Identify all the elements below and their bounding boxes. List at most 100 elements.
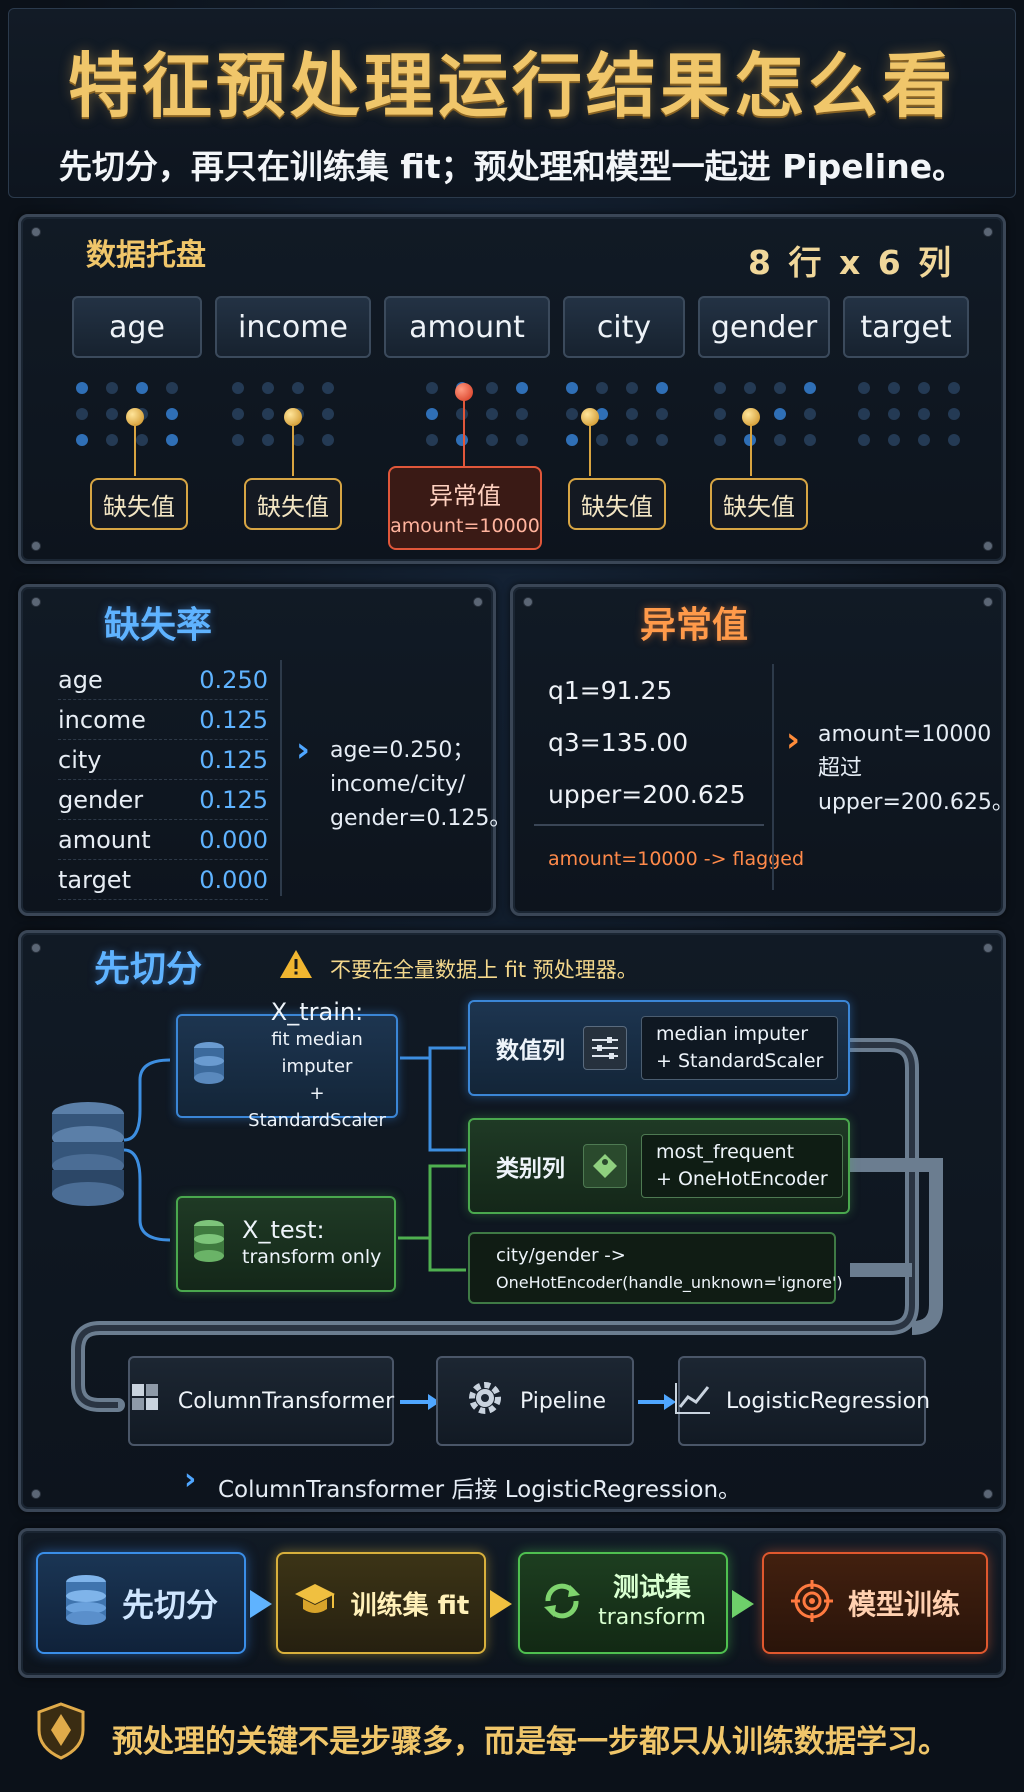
- arrow-right-icon: [732, 1590, 754, 1618]
- data-dots-city: [566, 382, 668, 446]
- categorical-line1: most_frequent: [656, 1141, 795, 1163]
- step-test-label-2: transform: [598, 1605, 706, 1630]
- missing-rate-title: 缺失率: [104, 605, 213, 646]
- encoder-line1: city/gender ->: [496, 1245, 626, 1266]
- numeric-label: 数值列: [496, 1038, 565, 1064]
- encoder-line2: OneHotEncoder(handle_unknown='ignore'): [496, 1273, 843, 1292]
- split-title: 先切分: [94, 949, 203, 990]
- data-shape-badge: 8 行 x 6 列: [748, 243, 955, 282]
- missing-rate-panel: [18, 584, 496, 916]
- step-test-transform: 测试集 transform: [518, 1552, 728, 1654]
- missing-tag-age: 缺失值: [90, 478, 188, 530]
- x-train-line1: fit median imputer: [271, 1028, 363, 1077]
- column-gender: gender: [698, 296, 830, 358]
- pipeline-label: Pipeline: [519, 1388, 607, 1414]
- sliders-icon: [583, 1026, 627, 1070]
- x-train-node: X_train: fit median imputer + StandardSc…: [176, 998, 398, 1131]
- chevron-right-icon: ›: [184, 1462, 197, 1497]
- database-icon: [192, 1041, 226, 1091]
- categorical-transform-box: most_frequent + OneHotEncoder: [641, 1134, 843, 1198]
- encoder-note-box: city/gender -> OneHotEncoder(handle_unkn…: [468, 1232, 843, 1304]
- arrow-right-icon: [250, 1590, 272, 1618]
- x-test-title: X_test:: [242, 1216, 325, 1244]
- outlier-title: 异常值: [640, 605, 749, 646]
- database-icon: [64, 1574, 108, 1632]
- data-dots-age: [76, 382, 178, 446]
- data-dots-gender: [714, 382, 816, 446]
- missing-pin-age: [126, 408, 144, 426]
- footer-text: 预处理的关键不是步骤多，而是每一步都只从训练数据学习。: [112, 1724, 949, 1760]
- numeric-line1: median imputer: [656, 1023, 809, 1045]
- arrow-right-icon: [490, 1590, 512, 1618]
- logistic-regression-label: LogisticRegression: [725, 1388, 931, 1414]
- data-tray-title: 数据托盘: [86, 238, 206, 273]
- column-transformer-label: ColumnTransformer: [177, 1388, 395, 1414]
- page-title: 特征预处理运行结果怎么看: [68, 45, 956, 127]
- refresh-icon: [540, 1579, 584, 1627]
- step-train-fit-label: 训练集 fit: [350, 1590, 470, 1621]
- column-target: target: [843, 296, 969, 358]
- pipeline-box: Pipeline: [436, 1356, 634, 1446]
- column-city: city: [563, 296, 685, 358]
- divider: [280, 660, 282, 896]
- outlier-tag-value: amount=10000: [390, 515, 540, 537]
- step-split-label: 先切分: [121, 1586, 218, 1624]
- step-split: 先切分: [36, 1552, 246, 1654]
- divider: [534, 824, 764, 826]
- data-dots-amount: [426, 382, 528, 446]
- outlier-q1: q1=91.25: [548, 676, 673, 705]
- missing-tag-city: 缺失值: [568, 478, 666, 530]
- column-amount: amount: [384, 296, 550, 358]
- categorical-line2: + OneHotEncoder: [656, 1168, 828, 1190]
- numeric-line2: + StandardScaler: [656, 1050, 824, 1072]
- step-train-fit: 训练集 fit: [276, 1552, 486, 1654]
- outlier-pin-amount: [455, 383, 473, 401]
- categorical-columns-node: 类别列 most_frequent + OneHotEncoder: [468, 1118, 850, 1214]
- data-dots-target: [858, 382, 960, 446]
- logistic-regression-box: LogisticRegression: [674, 1356, 930, 1446]
- missing-pin-city: [581, 408, 599, 426]
- outlier-tag-title: 异常值: [429, 482, 501, 510]
- cubes-icon: [128, 1380, 164, 1422]
- missing-tag-income: 缺失值: [244, 478, 342, 530]
- column-age: age: [72, 296, 202, 358]
- divider: [772, 664, 774, 890]
- step-model-train: 模型训练: [762, 1552, 988, 1654]
- step-model-train-label: 模型训练: [847, 1588, 960, 1621]
- x-train-line2: + StandardScaler: [248, 1082, 386, 1131]
- outlier-panel: [510, 584, 1006, 916]
- numeric-columns-node: 数值列 median imputer + StandardScaler: [468, 1000, 850, 1096]
- missing-pin-income: [284, 408, 302, 426]
- warning-icon: [278, 948, 314, 984]
- database-icon: [192, 1219, 226, 1269]
- chevron-right-icon: ›: [296, 730, 311, 770]
- categorical-label: 类别列: [496, 1156, 565, 1182]
- split-summary: ColumnTransformer 后接 LogisticRegression。: [218, 1477, 742, 1503]
- x-train-title: X_train:: [270, 997, 364, 1026]
- tag-icon: [583, 1144, 627, 1188]
- x-test-node: X_test: transform only: [176, 1196, 396, 1292]
- graduation-cap-icon: [293, 1582, 337, 1624]
- x-test-line1: transform only: [242, 1246, 382, 1268]
- missing-pin-gender: [742, 408, 760, 426]
- missing-tag-gender: 缺失值: [710, 478, 808, 530]
- page-subtitle: 先切分，再只在训练集 fit；预处理和模型一起进 Pipeline。: [58, 147, 966, 186]
- column-income: income: [215, 296, 371, 358]
- line-chart-icon: [674, 1381, 712, 1421]
- gear-icon: [464, 1377, 506, 1425]
- column-transformer-box: ColumnTransformer: [128, 1356, 394, 1446]
- outlier-tag: 异常值 amount=10000: [388, 466, 542, 550]
- shield-icon: [36, 1702, 86, 1764]
- missing-rate-note: age=0.250； income/city/ gender=0.125。: [330, 738, 512, 831]
- outlier-upper: upper=200.625: [548, 780, 746, 809]
- numeric-transform-box: median imputer + StandardScaler: [641, 1016, 839, 1080]
- outlier-flag: amount=10000 -> flagged: [548, 848, 805, 870]
